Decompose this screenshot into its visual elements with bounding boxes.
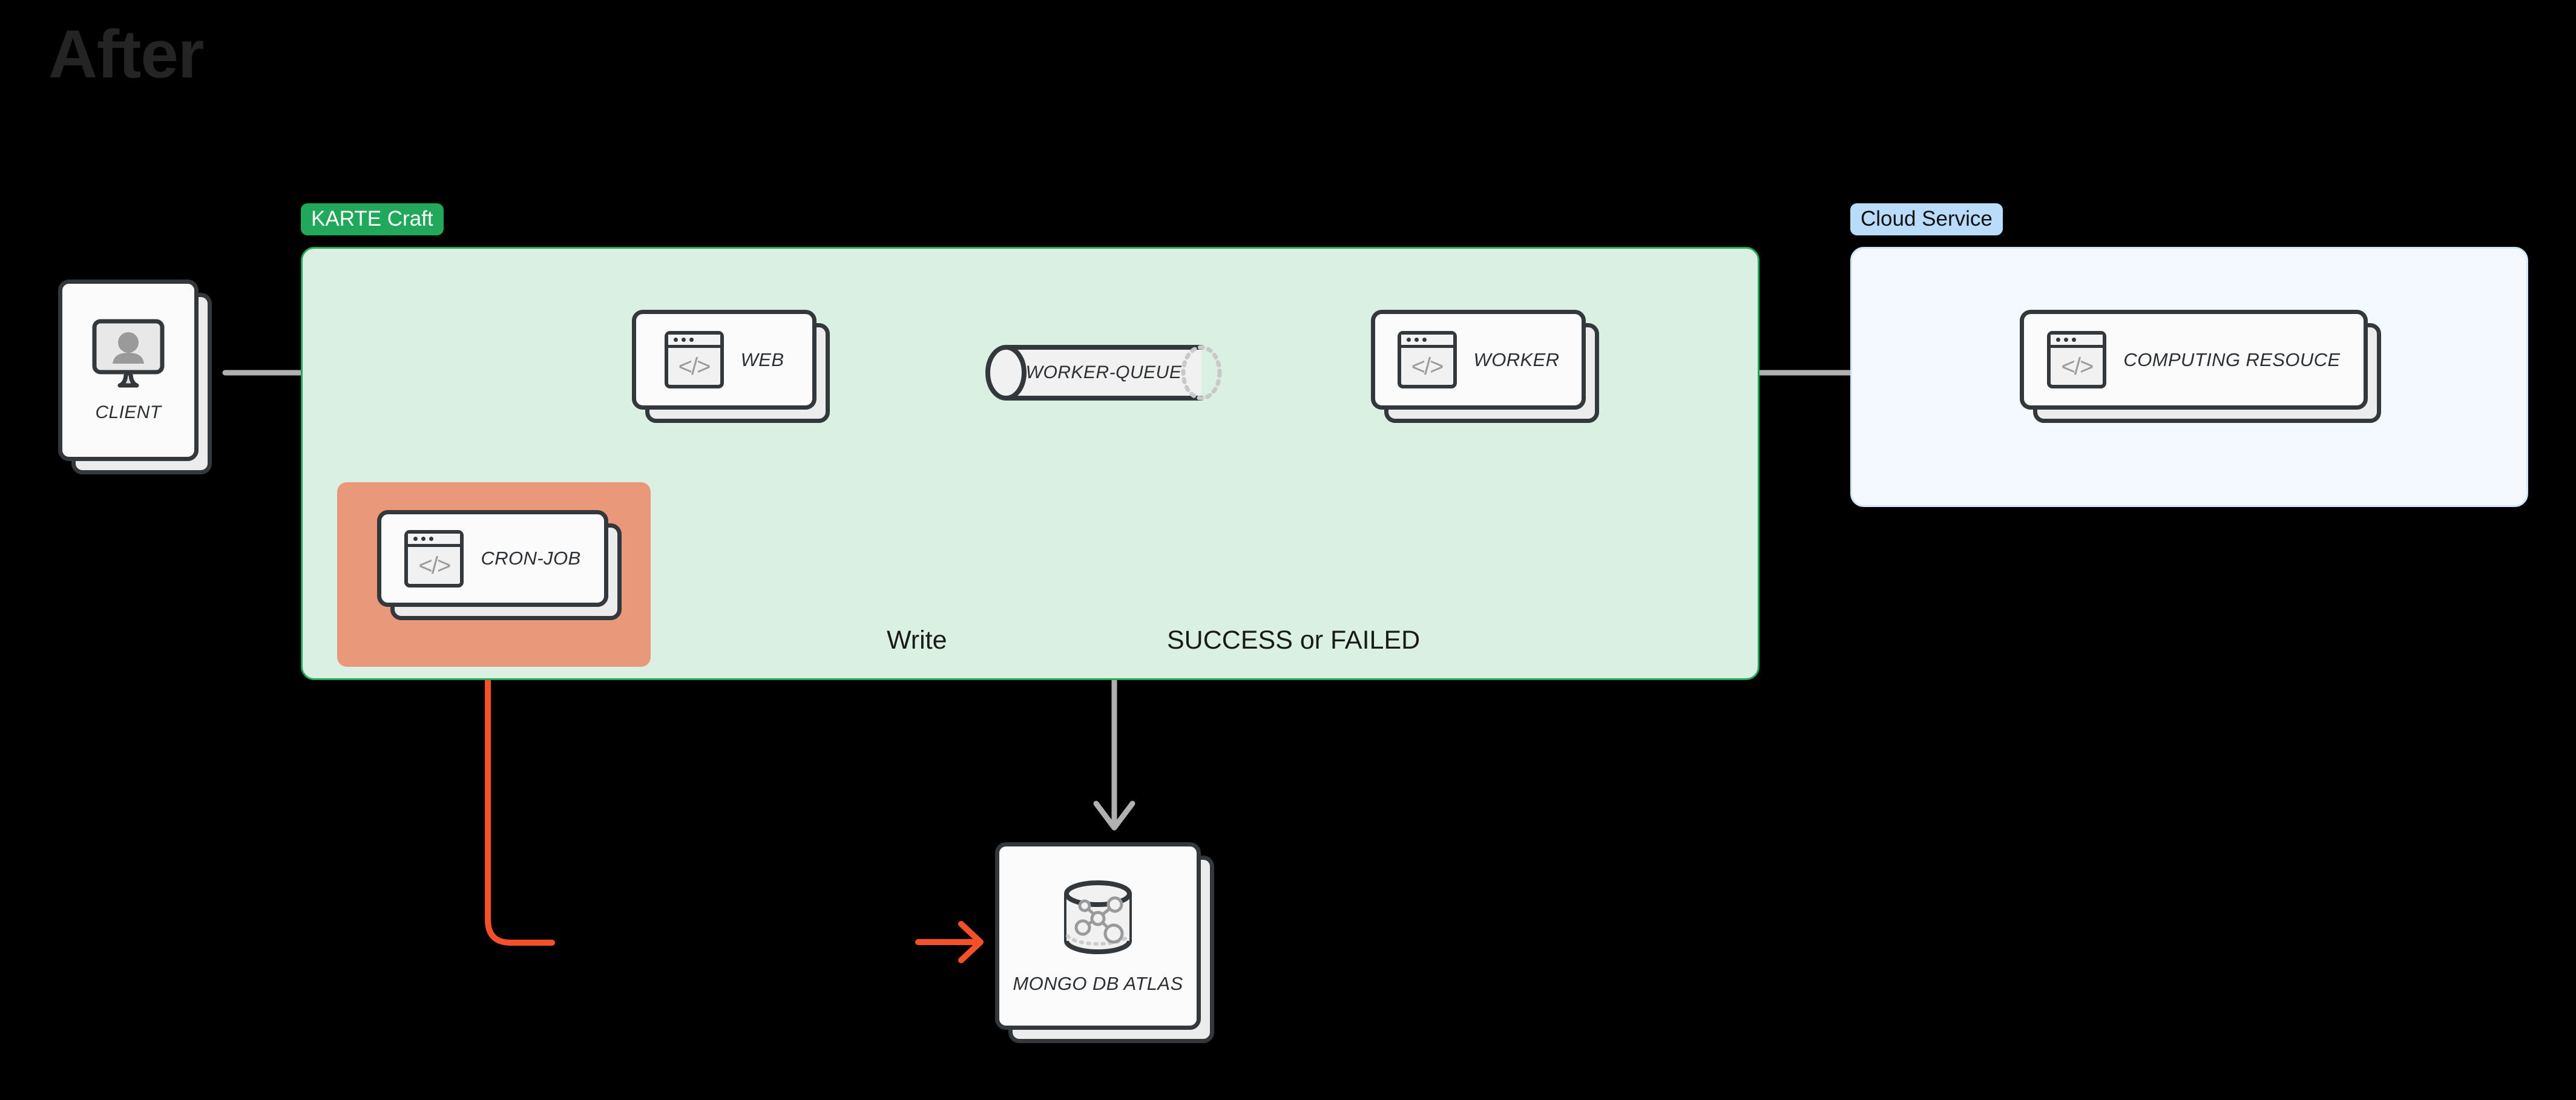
- browser-dot: [1406, 338, 1411, 342]
- node-client[interactable]: CLIENT: [58, 280, 212, 474]
- node-label: CRON-JOB: [481, 548, 581, 569]
- browser-dot: [2072, 338, 2077, 342]
- group-badge-cloud-service: Cloud Service: [1850, 203, 2003, 235]
- node-label: WORKER-QUEUE: [1025, 362, 1182, 382]
- browser-code-icon: </>: [1397, 331, 1457, 388]
- card-face: </> COMPUTING RESOUCE: [2020, 310, 2368, 410]
- browser-dot: [2056, 338, 2061, 342]
- browser-code-icon: </>: [404, 529, 464, 588]
- cylinder-icon: [985, 345, 1222, 401]
- browser-code-icon: </>: [664, 331, 724, 388]
- node-computing-resouce[interactable]: </> COMPUTING RESOUCE: [2020, 310, 2381, 423]
- browser-code-icon: </>: [2047, 331, 2107, 388]
- node-label: WORKER: [1473, 349, 1560, 370]
- card-face: </> CRON-JOB: [377, 510, 608, 607]
- node-mongo-db-atlas[interactable]: MONGO DB ATLAS: [995, 842, 1214, 1043]
- browser-dot: [429, 536, 434, 541]
- node-worker-queue[interactable]: WORKER-QUEUE: [978, 345, 1229, 401]
- code-glyph: </>: [2061, 353, 2094, 380]
- browser-dot: [1422, 338, 1427, 342]
- node-label: WEB: [740, 349, 784, 370]
- edge-label-write: Write: [887, 626, 947, 655]
- browser-dot: [421, 536, 426, 541]
- group-badge-karte-craft: KARTE Craft: [301, 203, 444, 235]
- browser-titlebar: [1401, 335, 1453, 348]
- browser-titlebar: [668, 335, 720, 348]
- card-face: CLIENT: [58, 280, 199, 461]
- card-face: </> WEB: [632, 310, 816, 410]
- code-glyph: </>: [418, 552, 452, 579]
- page-title: After: [48, 16, 204, 92]
- node-cron-job[interactable]: </> CRON-JOB: [377, 510, 622, 620]
- browser-dot: [689, 338, 694, 342]
- browser-dot: [2064, 338, 2069, 342]
- edge-label-success-or-failed: SUCCESS or FAILED: [1167, 626, 1421, 655]
- edge-cronjob-orange: [485, 652, 555, 946]
- node-label: MONGO DB ATLAS: [1013, 972, 1183, 994]
- monitor-user-icon: [88, 318, 168, 390]
- database-graph-icon: [1060, 878, 1135, 960]
- browser-titlebar: [2051, 335, 2103, 348]
- card-face: MONGO DB ATLAS: [995, 842, 1201, 1030]
- edge-merged-to-mongo: [1093, 660, 1135, 831]
- card-face: </> WORKER: [1371, 310, 1586, 410]
- browser-titlebar: [408, 533, 461, 547]
- browser-dot: [413, 536, 418, 541]
- node-label: COMPUTING RESOUCE: [2123, 349, 2341, 370]
- code-glyph: </>: [1411, 353, 1444, 380]
- browser-dot: [1414, 338, 1419, 342]
- edge-orange-arrow-mongo: [915, 921, 984, 963]
- browser-dot: [673, 338, 678, 342]
- node-web[interactable]: </> WEB: [632, 310, 830, 423]
- code-glyph: </>: [678, 353, 711, 380]
- node-label: CLIENT: [95, 402, 162, 422]
- node-worker[interactable]: </> WORKER: [1371, 310, 1599, 423]
- browser-dot: [681, 338, 686, 342]
